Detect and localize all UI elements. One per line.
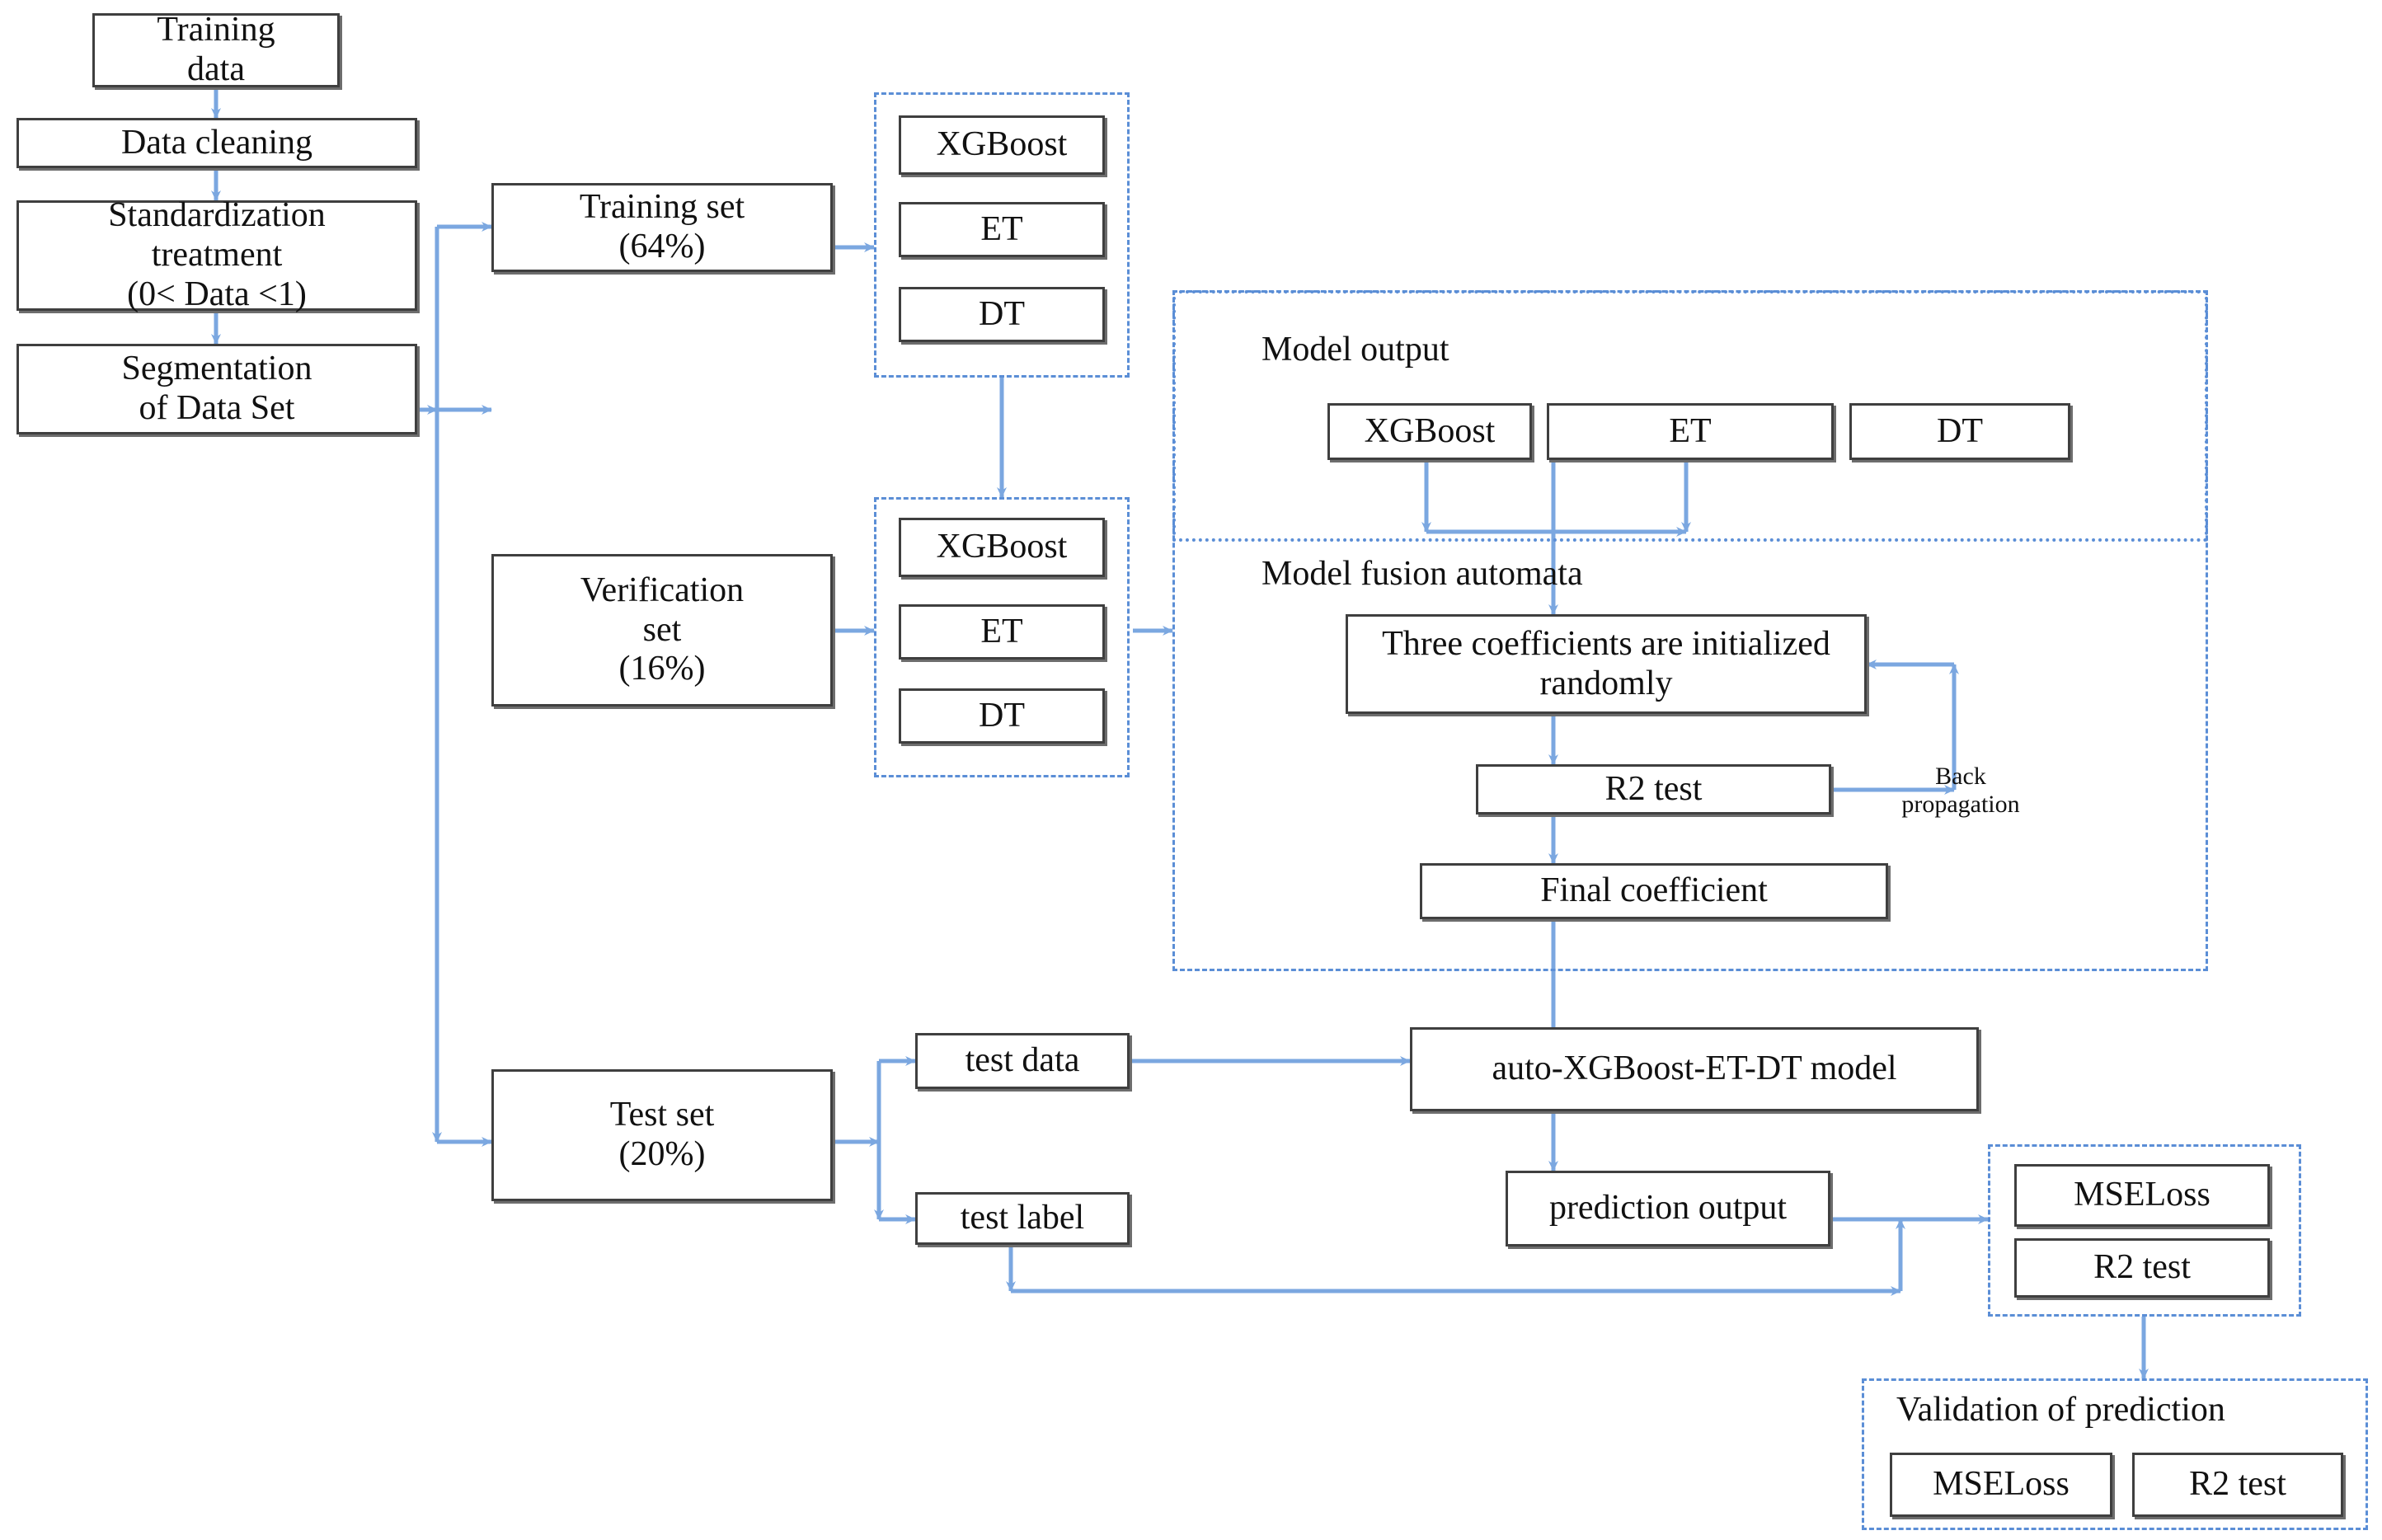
node-training-set-label: Training set (64%) bbox=[579, 188, 745, 265]
node-r2-test-fusion[interactable]: R2 test bbox=[1476, 764, 1831, 815]
node-three-coefficients-initialized[interactable]: Three coefficients are initialized rando… bbox=[1346, 614, 1867, 714]
node-standardization-treatment[interactable]: Standardization treatment (0< Data <1) bbox=[16, 196, 417, 313]
node-training-data-label: Training data bbox=[157, 11, 275, 88]
node-r2-test-fusion-label: R2 test bbox=[1604, 769, 1703, 808]
node-verify-et-label: ET bbox=[980, 612, 1023, 650]
node-output-xgboost-label: XGBoost bbox=[1364, 411, 1496, 450]
group-model-output bbox=[1172, 290, 2208, 542]
group-metrics bbox=[1988, 1144, 2301, 1317]
node-final-coefficient-label: Final coefficient bbox=[1540, 871, 1768, 910]
group-training-models bbox=[874, 92, 1130, 378]
node-test-set-label: Test set (20%) bbox=[609, 1096, 715, 1173]
node-auto-xgboost-et-dt-model-label: auto-XGBoost-ET-DT model bbox=[1492, 1049, 1897, 1088]
group-validation-of-prediction bbox=[1862, 1378, 2368, 1530]
node-validation-r2-test[interactable]: R2 test bbox=[2132, 1453, 2343, 1517]
node-standardization-treatment-label: Standardization treatment (0< Data <1) bbox=[108, 196, 326, 313]
node-test-label[interactable]: test label bbox=[915, 1192, 1130, 1245]
node-segmentation-of-data-set[interactable]: Segmentation of Data Set bbox=[16, 344, 417, 434]
node-train-et-label: ET bbox=[980, 209, 1023, 248]
node-final-coefficient[interactable]: Final coefficient bbox=[1420, 863, 1888, 919]
node-prediction-output-label: prediction output bbox=[1548, 1189, 1788, 1228]
node-output-et[interactable]: ET bbox=[1547, 403, 1834, 460]
node-data-cleaning-label: Data cleaning bbox=[120, 123, 313, 162]
node-output-dt[interactable]: DT bbox=[1849, 403, 2070, 460]
node-output-dt-label: DT bbox=[1937, 411, 1983, 450]
node-validation-r2-test-label: R2 test bbox=[2189, 1465, 2286, 1504]
node-training-set[interactable]: Training set (64%) bbox=[491, 183, 833, 272]
node-test-data[interactable]: test data bbox=[915, 1033, 1130, 1089]
node-metric-mseloss-label: MSELoss bbox=[2074, 1176, 2211, 1214]
node-train-dt[interactable]: DT bbox=[899, 287, 1105, 342]
group-verification-models bbox=[874, 497, 1130, 777]
node-verify-xgboost[interactable]: XGBoost bbox=[899, 518, 1105, 577]
node-verify-xgboost-label: XGBoost bbox=[936, 528, 1068, 566]
group-model-output-label: Model output bbox=[1261, 331, 1449, 369]
node-output-et-label: ET bbox=[1669, 411, 1712, 450]
node-validation-mseloss[interactable]: MSELoss bbox=[1890, 1453, 2112, 1517]
node-train-et[interactable]: ET bbox=[899, 202, 1105, 257]
node-metric-r2-test[interactable]: R2 test bbox=[2014, 1238, 2270, 1298]
back-propagation-label: Back propagation bbox=[1901, 763, 2020, 818]
node-train-dt-label: DT bbox=[979, 294, 1025, 333]
node-training-data[interactable]: Training data bbox=[92, 11, 340, 88]
node-data-cleaning[interactable]: Data cleaning bbox=[16, 118, 417, 168]
group-model-fusion-label: Model fusion automata bbox=[1261, 555, 1583, 593]
node-test-data-label: test data bbox=[965, 1041, 1080, 1080]
node-auto-xgboost-et-dt-model[interactable]: auto-XGBoost-ET-DT model bbox=[1410, 1027, 1979, 1111]
node-segmentation-of-data-set-label: Segmentation of Data Set bbox=[121, 350, 312, 427]
group-validation-of-prediction-label: Validation of prediction bbox=[1896, 1391, 2225, 1429]
node-train-xgboost[interactable]: XGBoost bbox=[899, 115, 1105, 175]
node-verify-dt-label: DT bbox=[979, 696, 1025, 735]
node-verification-set[interactable]: Verification set (16%) bbox=[491, 554, 833, 707]
node-validation-mseloss-label: MSELoss bbox=[1933, 1465, 2070, 1504]
node-test-label-label: test label bbox=[960, 1199, 1085, 1237]
node-three-coefficients-initialized-label: Three coefficients are initialized rando… bbox=[1382, 624, 1830, 702]
node-prediction-output[interactable]: prediction output bbox=[1506, 1171, 1830, 1247]
node-metric-mseloss[interactable]: MSELoss bbox=[2014, 1164, 2270, 1227]
node-test-set[interactable]: Test set (20%) bbox=[491, 1069, 833, 1201]
node-verification-set-label: Verification set (16%) bbox=[580, 570, 745, 688]
node-train-xgboost-label: XGBoost bbox=[936, 125, 1068, 164]
node-verify-et[interactable]: ET bbox=[899, 604, 1105, 660]
node-metric-r2-test-label: R2 test bbox=[2093, 1248, 2191, 1287]
node-output-xgboost[interactable]: XGBoost bbox=[1327, 403, 1532, 460]
node-verify-dt[interactable]: DT bbox=[899, 688, 1105, 744]
